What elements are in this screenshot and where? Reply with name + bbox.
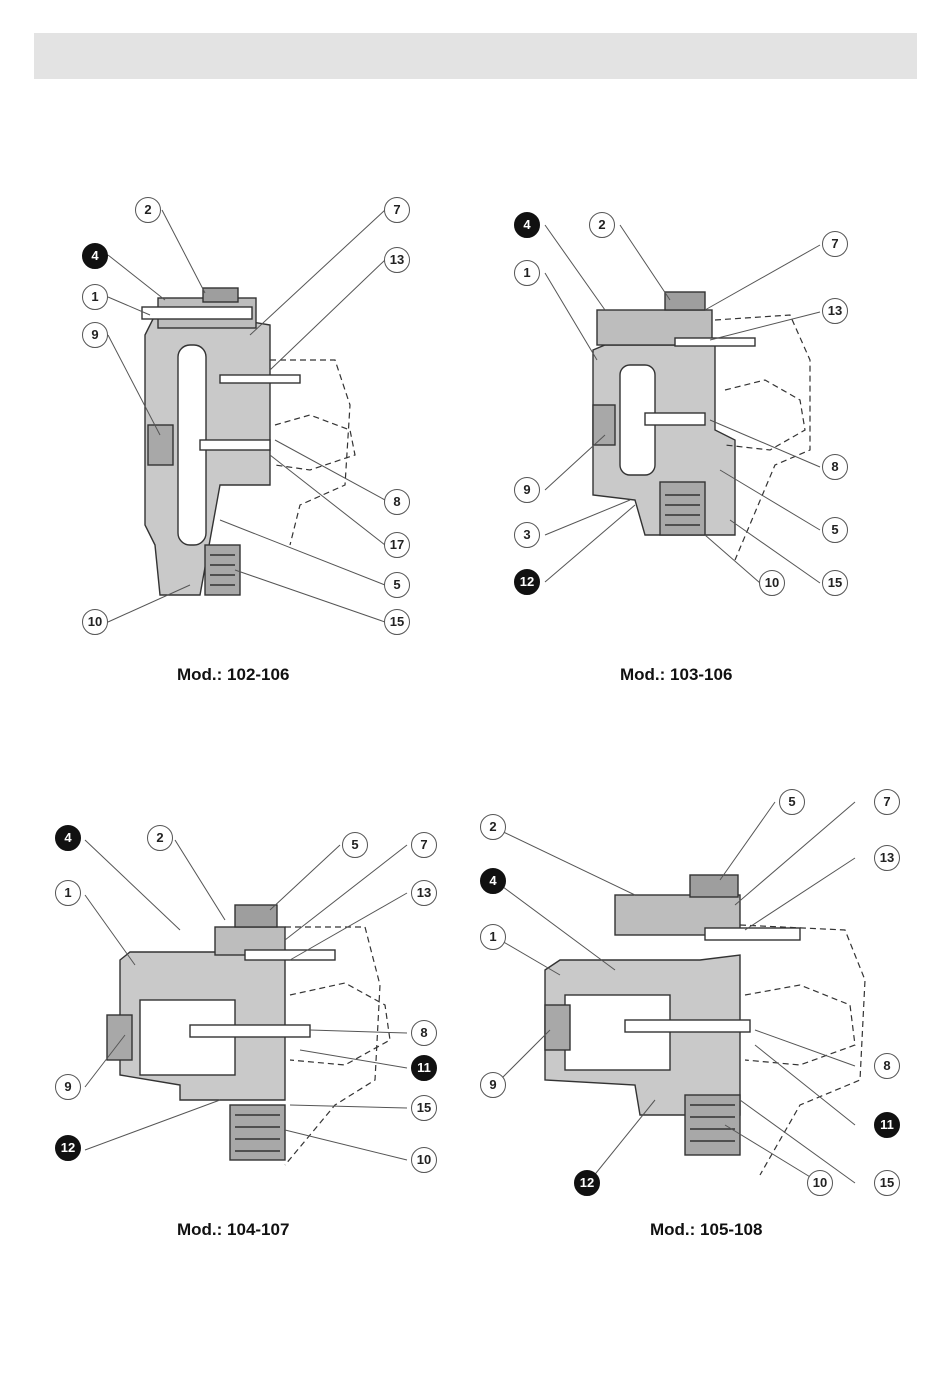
header-band (34, 33, 917, 79)
callout-1-fig3: 1 (55, 880, 81, 906)
callout-7-fig1: 7 (384, 197, 410, 223)
callout-9-fig4: 9 (480, 1072, 506, 1098)
callout-8-fig2: 8 (822, 454, 848, 480)
callout-5-fig2: 5 (822, 517, 848, 543)
caption-mod-102-106: Mod.: 102-106 (177, 665, 289, 685)
valve-body-104 (107, 905, 335, 1160)
callout-5-fig4: 5 (779, 789, 805, 815)
callout-8-fig3: 8 (411, 1020, 437, 1046)
callout-11-fig4: 11 (874, 1112, 900, 1138)
dashed-housing-105 (740, 925, 865, 1175)
callout-1-fig2: 1 (514, 260, 540, 286)
callout-8-fig1: 8 (384, 489, 410, 515)
figure-mod-102-106 (60, 185, 440, 645)
callout-10-fig4: 10 (807, 1170, 833, 1196)
callout-7-fig4: 7 (874, 789, 900, 815)
callout-3-fig2: 3 (514, 522, 540, 548)
callout-15-fig2: 15 (822, 570, 848, 596)
callout-10-fig2: 10 (759, 570, 785, 596)
callout-12-fig3: 12 (55, 1135, 81, 1161)
callout-4-fig1: 4 (82, 243, 108, 269)
callout-15-fig3: 15 (411, 1095, 437, 1121)
callout-7-fig2: 7 (822, 231, 848, 257)
valve-body-105 (545, 875, 800, 1155)
callout-10-fig1: 10 (82, 609, 108, 635)
callout-7-fig3: 7 (411, 832, 437, 858)
callout-13-fig4: 13 (874, 845, 900, 871)
callout-9-fig1: 9 (82, 322, 108, 348)
callout-17-fig1: 17 (384, 532, 410, 558)
callout-13-fig2: 13 (822, 298, 848, 324)
callout-12-fig2: 12 (514, 569, 540, 595)
dashed-housing-104 (285, 927, 390, 1165)
callout-11-fig3: 11 (411, 1055, 437, 1081)
callout-9-fig2: 9 (514, 477, 540, 503)
callout-10-fig3: 10 (411, 1147, 437, 1173)
callout-4-fig2: 4 (514, 212, 540, 238)
callout-5-fig1: 5 (384, 572, 410, 598)
figure-mod-105-108 (470, 780, 920, 1200)
callout-15-fig1: 15 (384, 609, 410, 635)
callout-5-fig3: 5 (342, 832, 368, 858)
dashed-housing-102 (270, 360, 355, 545)
callout-2-fig3: 2 (147, 825, 173, 851)
callout-13-fig3: 13 (411, 880, 437, 906)
valve-body-103 (593, 292, 755, 535)
callout-12-fig4: 12 (574, 1170, 600, 1196)
callout-8-fig4: 8 (874, 1053, 900, 1079)
callout-15-fig4: 15 (874, 1170, 900, 1196)
callout-13-fig1: 13 (384, 247, 410, 273)
caption-mod-103-106: Mod.: 103-106 (620, 665, 732, 685)
callout-4-fig3: 4 (55, 825, 81, 851)
callout-2-fig2: 2 (589, 212, 615, 238)
callout-1-fig1: 1 (82, 284, 108, 310)
figure-mod-103-106 (505, 200, 865, 620)
callout-2-fig1: 2 (135, 197, 161, 223)
callout-4-fig4: 4 (480, 868, 506, 894)
callout-1-fig4: 1 (480, 924, 506, 950)
figure-mod-104-107 (45, 815, 455, 1175)
callout-9-fig3: 9 (55, 1074, 81, 1100)
valve-body-102 (142, 288, 300, 595)
caption-mod-105-108: Mod.: 105-108 (650, 1220, 762, 1240)
caption-mod-104-107: Mod.: 104-107 (177, 1220, 289, 1240)
callout-2-fig4: 2 (480, 814, 506, 840)
